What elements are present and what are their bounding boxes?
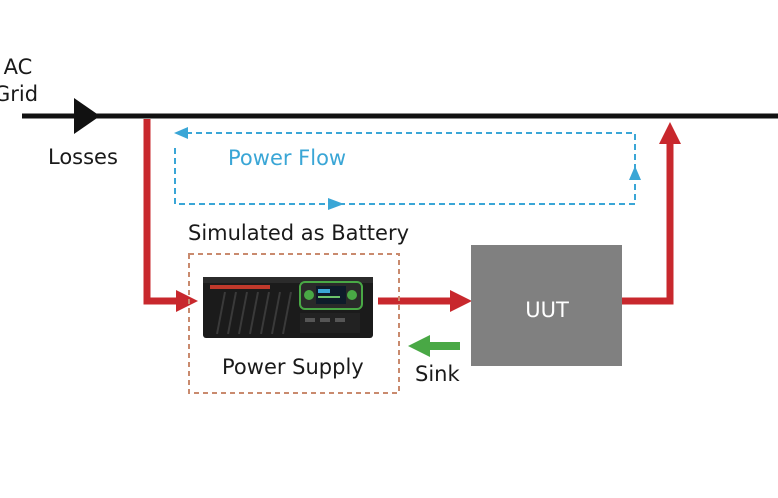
ac-label: AC (4, 55, 33, 79)
red-arrowhead-supply-icon (176, 290, 198, 312)
red-flow-uut-to-grid (622, 142, 674, 305)
power-flow-loop (174, 132, 636, 205)
blue-arrow-up-icon (629, 166, 641, 180)
blue-arrow-left-icon (174, 127, 188, 139)
battery-simulation-box (188, 253, 400, 394)
grid-label: Grid (0, 82, 38, 106)
uut-label: UUT (525, 298, 569, 322)
losses-label: Losses (48, 145, 118, 169)
power-flow-label: Power Flow (228, 146, 346, 170)
red-arrowhead-grid-icon (659, 122, 681, 144)
simulated-battery-label: Simulated as Battery (188, 221, 409, 245)
power-supply-label: Power Supply (222, 355, 364, 379)
sink-label: Sink (415, 362, 460, 386)
green-arrowhead-icon (408, 335, 430, 357)
power-supply-device-icon (203, 277, 373, 338)
grid-direction-icon (74, 98, 100, 134)
red-flow-grid-to-supply (143, 119, 178, 305)
red-arrowhead-uut-icon (450, 290, 472, 312)
uut-box (471, 245, 622, 366)
blue-arrow-right-icon (328, 198, 344, 210)
